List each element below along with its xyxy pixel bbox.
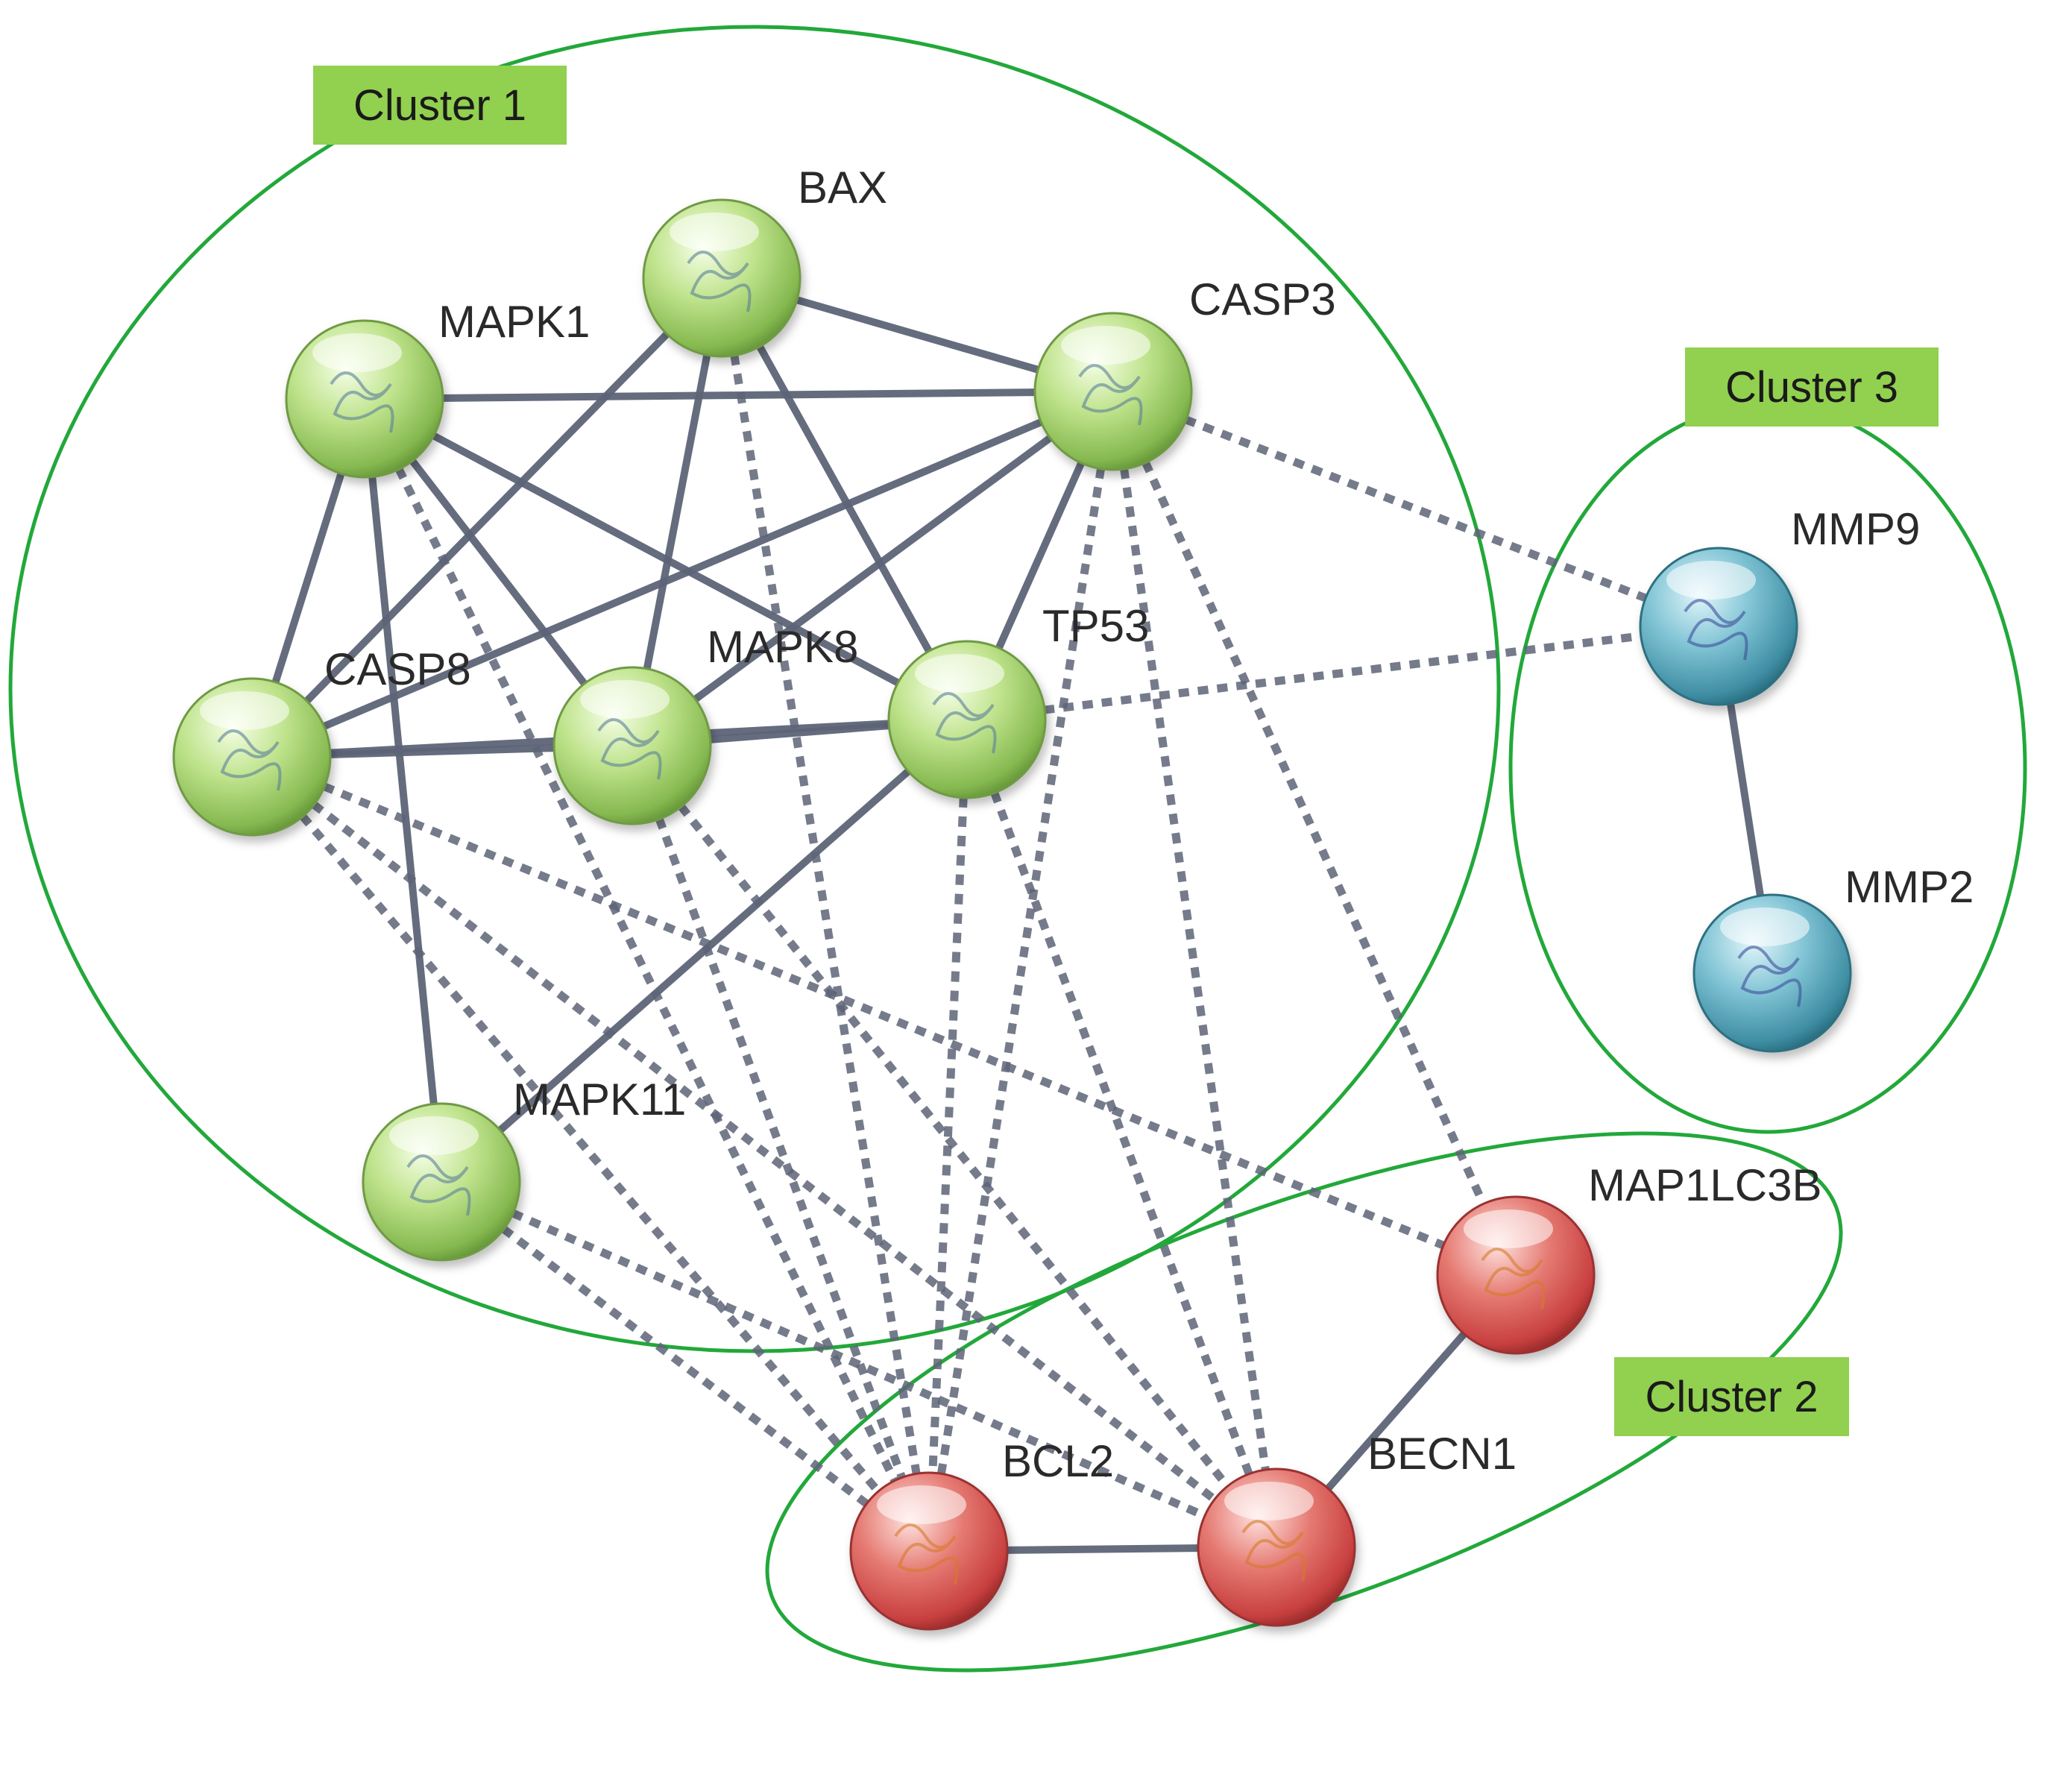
edge-casp8-map1lc3b [250, 752, 1518, 1280]
node-casp8[interactable]: CASP8 [172, 644, 471, 837]
protein-structure-icon [932, 692, 997, 754]
cluster-label-text: Cluster 2 [1645, 1373, 1818, 1421]
node-label-casp8: CASP8 [324, 644, 471, 694]
edge-casp8-becn1 [249, 753, 1279, 1551]
node-map1lc3b[interactable]: MAP1LC3B [1436, 1160, 1821, 1355]
edge-tp53-mapk11 [438, 717, 970, 1185]
edge-mapk8-becn1 [629, 743, 1280, 1550]
edge-casp8-bcl2 [248, 754, 933, 1554]
node-label-mmp9: MMP9 [1791, 504, 1920, 554]
edge-casp3-mapk8 [630, 388, 1115, 749]
node-gloss [200, 691, 289, 730]
node-gloss [1666, 561, 1756, 600]
protein-structure-icon [217, 729, 282, 791]
node-label-mmp2: MMP2 [1845, 862, 1974, 912]
protein-structure-icon [406, 1154, 471, 1216]
node-label-bax: BAX [798, 163, 887, 213]
protein-structure-icon [330, 371, 394, 433]
node-gloss [389, 1116, 479, 1155]
edge-casp3-casp8 [251, 388, 1115, 761]
node-label-becn1: BECN1 [1367, 1429, 1517, 1479]
cluster-label-c2: Cluster 2 [1614, 1357, 1849, 1436]
node-mmp2[interactable]: MMP2 [1692, 862, 1974, 1053]
cluster-label-c1: Cluster 1 [313, 66, 567, 145]
cluster-label-c3: Cluster 3 [1685, 347, 1939, 427]
protein-structure-icon [894, 1523, 959, 1585]
node-mapk1[interactable]: MAPK1 [285, 297, 590, 479]
node-bax[interactable]: BAX [642, 163, 887, 358]
edge-mapk1-mapk11 [361, 398, 445, 1183]
protein-structure-icon [1737, 946, 1802, 1007]
node-label-map1lc3b: MAP1LC3B [1588, 1160, 1821, 1210]
edges-layer [248, 274, 1776, 1555]
cluster-outline-c2 [765, 1131, 1843, 1673]
node-label-mapk11: MAPK11 [513, 1075, 686, 1124]
edge-mapk11-becn1 [439, 1177, 1279, 1552]
edge-mapk1-tp53 [362, 395, 969, 723]
node-gloss [312, 333, 402, 372]
edge-tp53-mmp9 [966, 622, 1719, 724]
edge-bax-bcl2 [717, 277, 933, 1552]
protein-structure-icon [1078, 364, 1143, 426]
edge-mapk8-bcl2 [628, 744, 933, 1552]
node-gloss [877, 1485, 966, 1524]
protein-structure-icon [1481, 1248, 1546, 1309]
edge-casp3-becn1 [1109, 391, 1281, 1548]
node-label-tp53: TP53 [1042, 601, 1149, 651]
node-gloss [1720, 907, 1810, 946]
node-mmp9[interactable]: MMP9 [1639, 504, 1920, 706]
node-bcl2[interactable]: BCL2 [849, 1436, 1114, 1631]
edge-casp3-bcl2 [925, 391, 1118, 1552]
cluster-label-box [1685, 347, 1939, 427]
protein-structure-icon [597, 718, 662, 780]
node-gloss [1061, 326, 1150, 365]
node-gloss [1224, 1482, 1314, 1520]
node-mapk11[interactable]: MAPK11 [362, 1075, 686, 1262]
edge-bax-casp8 [249, 275, 725, 760]
cluster-outlines [8, 25, 2027, 1673]
edge-mapk1-casp3 [364, 388, 1114, 403]
cluster-label-text: Cluster 3 [1725, 363, 1898, 412]
node-mapk8[interactable]: MAPK8 [552, 622, 858, 825]
node-tp53[interactable]: TP53 [887, 601, 1149, 799]
cluster-label-text: Cluster 1 [353, 81, 526, 130]
edge-tp53-bcl2 [925, 719, 972, 1552]
edge-casp3-map1lc3b [1109, 389, 1520, 1277]
cluster-label-box [313, 66, 567, 145]
cluster-labels-layer: Cluster 1 Cluster 2 Cluster 3 [313, 66, 1939, 1436]
protein-structure-icon [1241, 1520, 1306, 1582]
node-gloss [915, 654, 1004, 693]
cluster-label-box [1614, 1357, 1849, 1436]
node-gloss [670, 213, 759, 251]
node-label-bcl2: BCL2 [1002, 1436, 1114, 1486]
node-casp3[interactable]: CASP3 [1033, 274, 1336, 471]
node-label-mapk1: MAPK1 [438, 297, 590, 347]
edge-mapk11-bcl2 [438, 1178, 932, 1555]
node-gloss [1464, 1209, 1553, 1248]
node-becn1[interactable]: BECN1 [1197, 1429, 1517, 1627]
protein-structure-icon [1684, 599, 1748, 661]
node-gloss [580, 680, 670, 719]
node-label-mapk8: MAPK8 [707, 622, 858, 672]
edge-mapk1-bcl2 [361, 397, 933, 1553]
node-label-casp3: CASP3 [1189, 274, 1336, 324]
protein-structure-icon [687, 251, 752, 312]
edge-bax-tp53 [718, 276, 971, 722]
